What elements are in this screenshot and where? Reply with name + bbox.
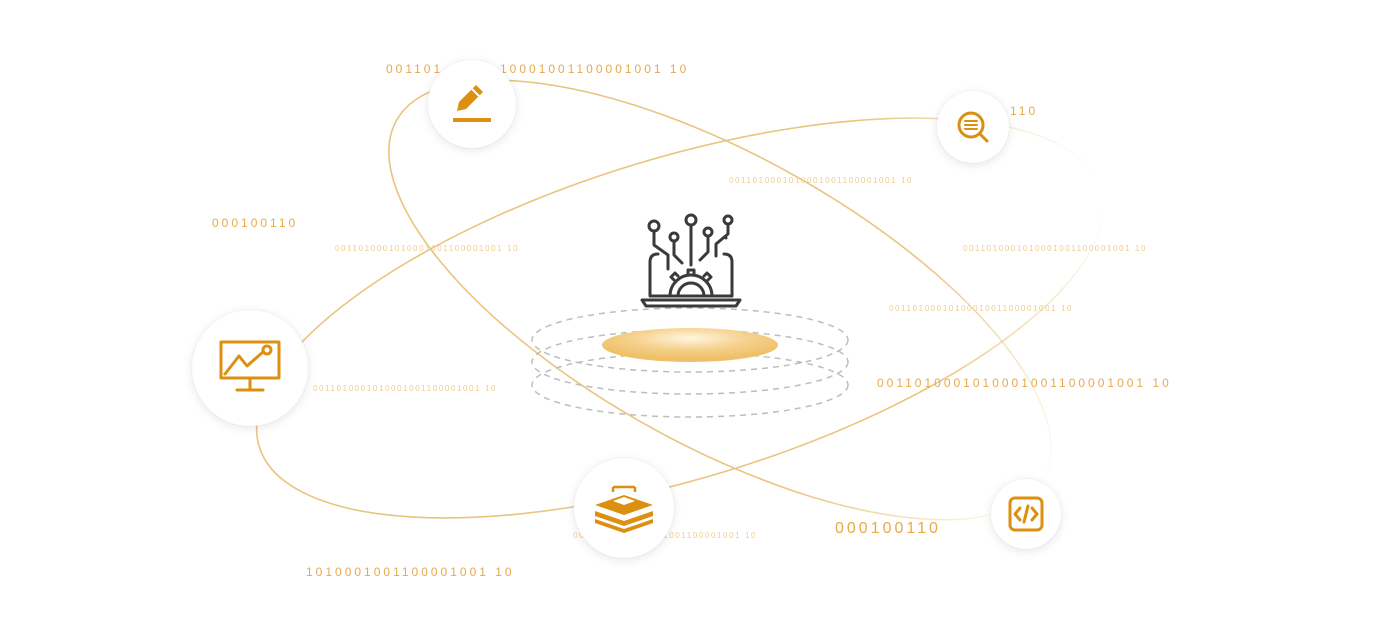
binary-text: 0011010001010001001100001001 10 [889, 304, 1074, 313]
binary-text: 0011010001010001001100001001 10 [335, 244, 520, 253]
database-stack-icon [595, 485, 653, 533]
binary-text: 0011010001010001001100001001 10 [729, 176, 914, 185]
platform-glow [602, 328, 778, 362]
binary-text: 001101 [386, 62, 444, 76]
database-node-button[interactable] [574, 458, 674, 558]
platform-rings [531, 307, 849, 418]
search-node-button[interactable] [937, 91, 1009, 163]
binary-text: 10001001100001001 10 [500, 62, 690, 76]
edit-node-button[interactable] [428, 60, 516, 148]
binary-text: 1010001001100001001 10 [306, 565, 515, 579]
binary-text: 000100110 [212, 216, 299, 230]
analytics-node-button[interactable] [192, 310, 308, 426]
search-document-icon [957, 111, 989, 143]
monitor-chart-icon [219, 340, 281, 392]
laptop-gear-circuit-icon [640, 213, 742, 308]
binary-text: 0011010001010001001100001001 10 [963, 244, 1148, 253]
orbit-path-a [255, 117, 1105, 519]
binary-text: 110 [1010, 104, 1039, 118]
binary-text: 0011010001010001001100001001 10 [877, 376, 1172, 390]
binary-text: 0011010001010001001100001001 10 [313, 384, 498, 393]
pencil-edit-icon [453, 85, 491, 122]
code-node-button[interactable] [991, 479, 1061, 549]
code-brackets-icon [1008, 496, 1044, 532]
orbit-path-b [388, 79, 1052, 521]
binary-text: 000100110 [835, 520, 941, 537]
